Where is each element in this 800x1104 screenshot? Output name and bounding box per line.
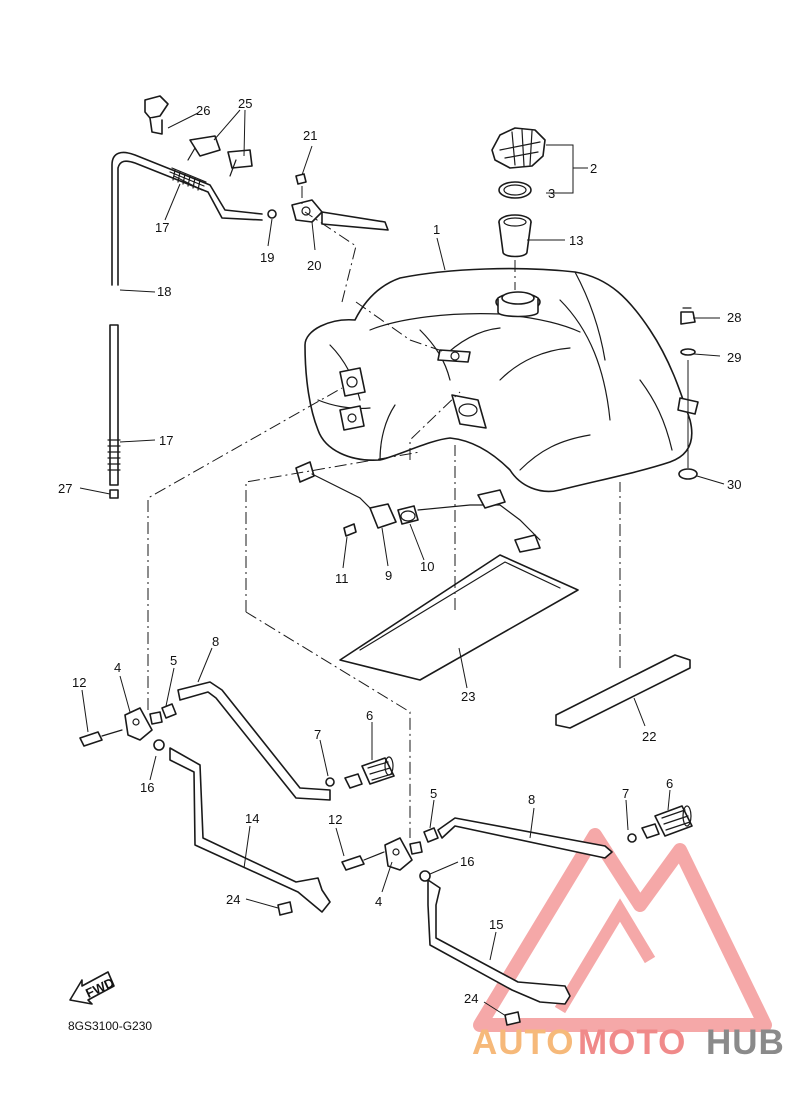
diagram-code: 8GS3100-G230	[68, 1019, 152, 1033]
breather-valve	[267, 173, 389, 231]
fuel-cock-left	[79, 703, 177, 751]
clamp-25	[187, 135, 253, 177]
callout-17-bottom: 17	[159, 433, 173, 448]
watermark-auto: AUTO	[472, 1023, 575, 1062]
callout-22: 22	[642, 729, 656, 744]
callout-18: 18	[157, 284, 171, 299]
callout-6-left: 6	[366, 708, 373, 723]
callout-3: 3	[548, 186, 555, 201]
heat-protector-23	[339, 554, 579, 681]
callout-6-right: 6	[666, 776, 673, 791]
fuel-tank	[304, 267, 699, 493]
fuel-sender	[295, 461, 541, 553]
callout-13: 13	[569, 233, 583, 248]
fuel-filter-right	[627, 805, 693, 843]
callout-5-right: 5	[430, 786, 437, 801]
callout-26: 26	[196, 103, 210, 118]
callout-16-left: 16	[140, 780, 154, 795]
callout-2: 2	[590, 161, 597, 176]
callout-1: 1	[433, 222, 440, 237]
watermark-moto: MOTO	[578, 1023, 686, 1062]
fuel-hose-8-left	[177, 681, 331, 801]
callout-17-top: 17	[155, 220, 169, 235]
callout-7-left: 7	[314, 727, 321, 742]
breather-hose	[107, 151, 263, 499]
tank-filter	[498, 214, 532, 258]
watermark-logo	[473, 828, 772, 1032]
callout-25: 25	[238, 96, 252, 111]
callout-12-right: 12	[328, 812, 342, 827]
callout-5-left: 5	[170, 653, 177, 668]
damper-30	[678, 468, 698, 480]
callout-labels: 1 2 3 13 28 29 30 26 25 17 18 17 27 21 1…	[58, 96, 741, 1006]
hose-clamp-24-left	[277, 901, 293, 916]
connection-lines	[147, 186, 621, 838]
callout-20: 20	[307, 258, 321, 273]
callout-23: 23	[461, 689, 475, 704]
callout-8-right: 8	[528, 792, 535, 807]
callout-9: 9	[385, 568, 392, 583]
fuel-hose-15	[427, 879, 571, 1005]
watermark-text: AUTO MOTO HUB	[472, 1023, 785, 1062]
callout-10: 10	[420, 559, 434, 574]
hose-clamp-24-right	[504, 1011, 521, 1026]
callout-7-right: 7	[622, 786, 629, 801]
fwd-arrow-icon: FWD	[69, 971, 116, 1005]
callout-16-right: 16	[460, 854, 474, 869]
bolt-28	[680, 307, 696, 325]
callout-27: 27	[58, 481, 72, 496]
callout-4-right: 4	[375, 894, 382, 909]
fuel-hose-8-right	[437, 817, 613, 859]
callout-29: 29	[727, 350, 741, 365]
heat-protector-22	[555, 654, 691, 729]
callout-12-left: 12	[72, 675, 86, 690]
fuel-cap	[491, 127, 546, 169]
watermark-hub: HUB	[706, 1023, 785, 1062]
callout-4-left: 4	[114, 660, 121, 675]
callout-8-left: 8	[212, 634, 219, 649]
fwd-label: FWD	[83, 975, 116, 1001]
clamp-26	[144, 95, 169, 135]
callout-11: 11	[335, 571, 349, 586]
callout-24-left: 24	[226, 892, 240, 907]
fuel-cock-right	[341, 827, 439, 882]
callout-24-right: 24	[464, 991, 478, 1006]
fuel-hose-14	[169, 747, 331, 913]
leader-lines	[79, 109, 725, 1017]
callout-19: 19	[260, 250, 274, 265]
callout-28: 28	[727, 310, 741, 325]
callout-15: 15	[489, 917, 503, 932]
callout-14: 14	[245, 811, 259, 826]
fuel-filter-left	[325, 756, 395, 789]
callout-21: 21	[303, 128, 317, 143]
callout-30: 30	[727, 477, 741, 492]
washer-29	[680, 348, 696, 356]
